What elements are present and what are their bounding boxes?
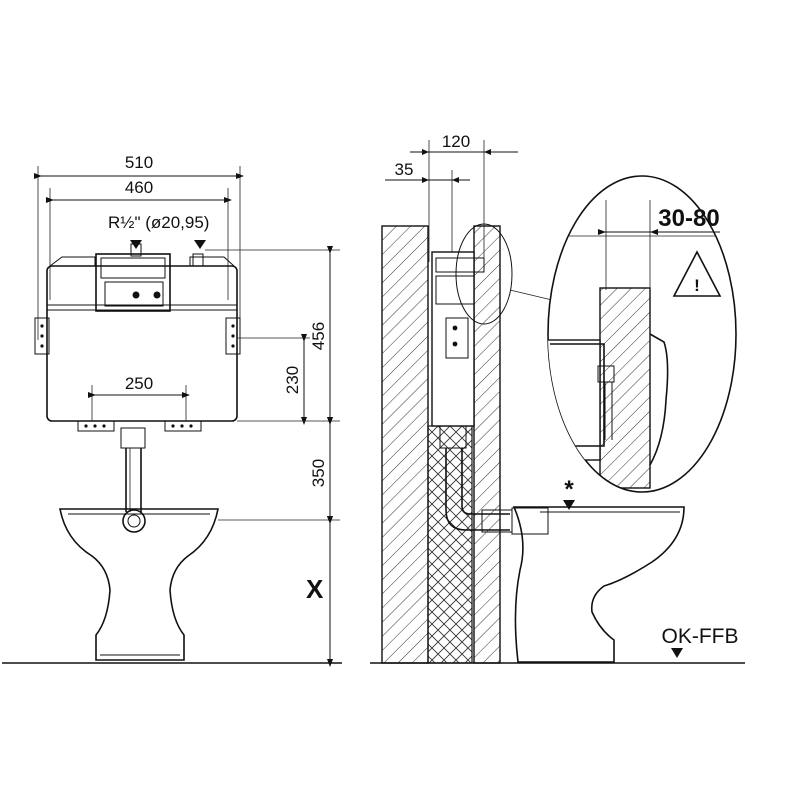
- dimension-230-label: 230: [283, 366, 302, 394]
- wall-insulation: [427, 425, 473, 664]
- dimension-height-bowl: X: [306, 516, 333, 667]
- dimension-510-label: 510: [125, 153, 153, 172]
- detail-leader: [509, 289, 553, 301]
- dimension-width-outer: 510: [34, 153, 244, 340]
- side-view: 120 35: [381, 132, 739, 664]
- range-label: 30-80: [658, 205, 719, 232]
- floor-label: OK-FFB: [662, 625, 739, 648]
- connection-label: R½" (ø20,95): [108, 213, 209, 232]
- flush-pipe-front: [120, 427, 146, 533]
- detail-bubble: 30-80 !: [547, 175, 737, 493]
- front-view: 510 460 R½" (ø20,95): [34, 153, 340, 667]
- toilet-bowl-side: [512, 506, 685, 663]
- dimension-250-label: 250: [125, 374, 153, 393]
- dimension-456-label: 456: [309, 322, 328, 350]
- cistern-front: [34, 243, 241, 432]
- dimension-350-label: 350: [309, 459, 328, 487]
- front-panel-hatched: [473, 225, 501, 664]
- svg-text:!: !: [694, 276, 700, 295]
- dimension-height-inlet: 230: [237, 334, 310, 425]
- detail-callout-small: [455, 223, 513, 325]
- marker-star-label: *: [564, 476, 574, 503]
- dimension-height-flush: 350: [218, 417, 340, 524]
- toilet-bowl-front: [59, 508, 219, 661]
- dimension-width-inner: 460: [46, 178, 232, 300]
- floor-marker-icon: [671, 648, 683, 658]
- dimension-depth-total: 120: [410, 132, 518, 262]
- water-level-marker-icon: [194, 240, 206, 249]
- dimension-x-label: X: [306, 574, 324, 604]
- wall-hatched: [381, 225, 429, 664]
- dimension-120-label: 120: [442, 132, 470, 151]
- dimension-460-label: 460: [125, 178, 153, 197]
- dimension-depth-frame: 35: [385, 160, 470, 262]
- cistern-side: [431, 251, 549, 535]
- dimension-height-total: 456: [205, 246, 340, 425]
- dimension-spacing-bottom: 250: [88, 374, 190, 421]
- dimension-35-label: 35: [395, 160, 414, 179]
- marker-star-arrow-icon: [563, 500, 575, 510]
- warning-triangle-icon: !: [672, 250, 722, 297]
